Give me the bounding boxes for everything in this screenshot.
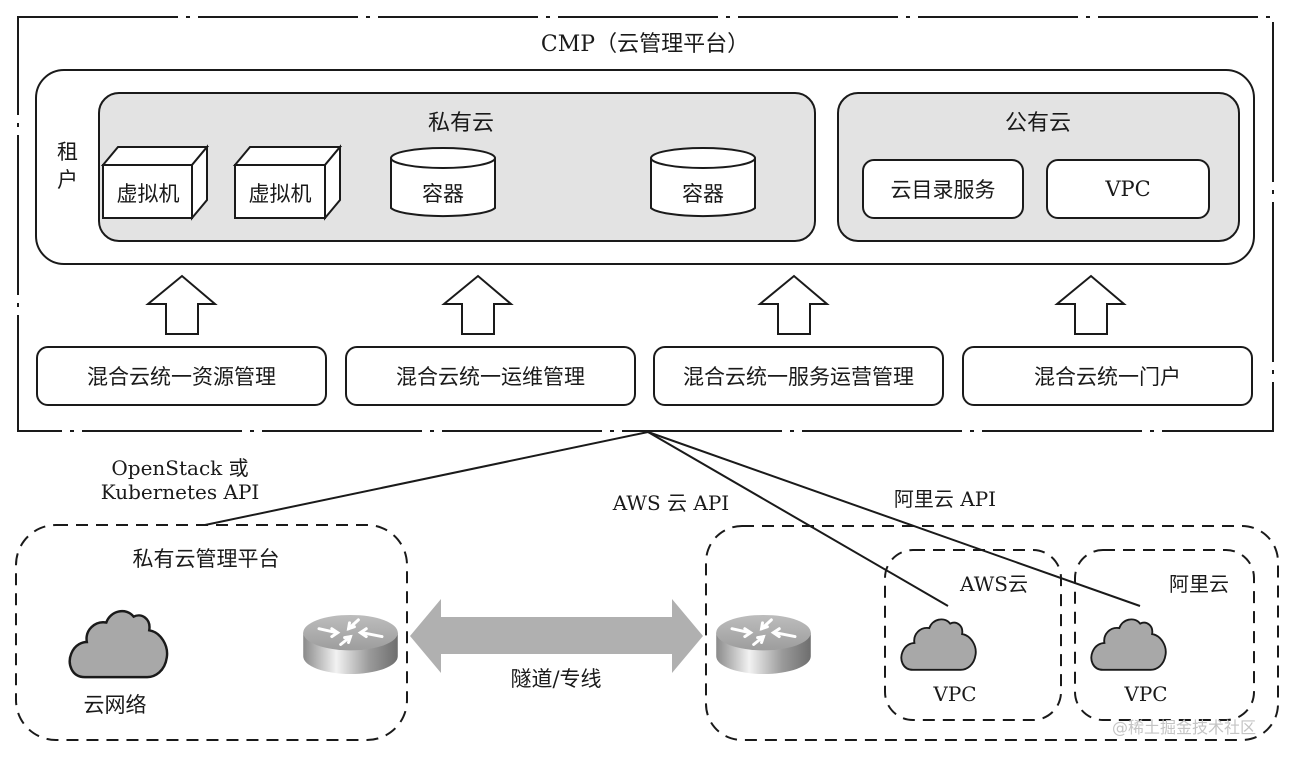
public-platform-box [705, 525, 1279, 741]
unified-service-operations-management: 混合云统一服务运营管理 [653, 346, 944, 406]
vm-icon [232, 144, 343, 221]
public-vpc: VPC [1046, 159, 1210, 219]
private-platform-title: 私有云管理平台 [132, 547, 280, 571]
cmp-title: CMP（云管理平台） [540, 32, 750, 57]
aliyun-api-line [647, 431, 1141, 607]
cloud-catalog-service: 云目录服务 [862, 159, 1024, 219]
unified-resource-management: 混合云统一资源管理 [36, 346, 327, 406]
cloud-catalog-service-label: 云目录服务 [890, 178, 996, 202]
vm-label: 虚拟机 [248, 182, 312, 206]
cmp-frame [17, 16, 1274, 432]
tunnel-label: 隧道/专线 [510, 667, 602, 691]
unified-portal: 混合云统一门户 [962, 346, 1253, 406]
up-arrows [145, 274, 1127, 335]
aliyun-vpc-cloud-icon [1090, 618, 1167, 672]
aws-api-line [647, 431, 949, 607]
private-cloud-title: 私有云 [427, 111, 495, 136]
public-vpc-label: VPC [1105, 177, 1151, 201]
module-label: 混合云统一资源管理 [87, 365, 276, 389]
public-cloud-title: 公有云 [1004, 111, 1072, 136]
aws-cloud-title: AWS云 [960, 572, 1028, 596]
aws-box [884, 549, 1062, 721]
aliyun-box [1074, 549, 1255, 721]
router-icon-public [714, 613, 813, 676]
container-icon [390, 147, 496, 218]
module-label: 混合云统一服务运营管理 [683, 365, 914, 389]
aws-api-label: AWS 云 API [612, 491, 730, 515]
module-label: 混合云统一运维管理 [396, 365, 585, 389]
unified-ops-management: 混合云统一运维管理 [345, 346, 636, 406]
up-arrow-icon [145, 274, 218, 335]
router-icon-private [301, 613, 400, 676]
tenant-label: 租户 [57, 140, 78, 192]
up-arrow-icon [757, 274, 830, 335]
up-arrow-icon [1054, 274, 1127, 335]
api-lines [204, 431, 1141, 607]
private-platform-box [15, 524, 408, 741]
container-label: 容器 [422, 182, 464, 206]
openstack-api-label-line1: OpenStack 或 [111, 456, 249, 480]
aliyun-vpc-label: VPC [1124, 682, 1168, 706]
tunnel-arrow-icon [410, 599, 703, 673]
aws-vpc-cloud-icon [900, 618, 977, 672]
openstack-api-label-line2: Kubernetes API [100, 480, 260, 504]
aws-vpc-label: VPC [933, 682, 977, 706]
watermark: @稀土掘金技术社区 [1112, 718, 1257, 737]
vm-icon [100, 144, 210, 221]
up-arrow-icon [441, 274, 514, 335]
container-icon [650, 147, 756, 218]
vm-label: 虚拟机 [116, 182, 180, 206]
aliyun-cloud-title: 阿里云 [1169, 572, 1229, 596]
module-label: 混合云统一门户 [1034, 365, 1181, 389]
cloud-network-icon [68, 609, 169, 679]
aliyun-api-label: 阿里云 API [893, 487, 997, 511]
cloud-network-label: 云网络 [83, 693, 147, 717]
container-label: 容器 [682, 182, 724, 206]
openstack-api-line [204, 431, 649, 526]
